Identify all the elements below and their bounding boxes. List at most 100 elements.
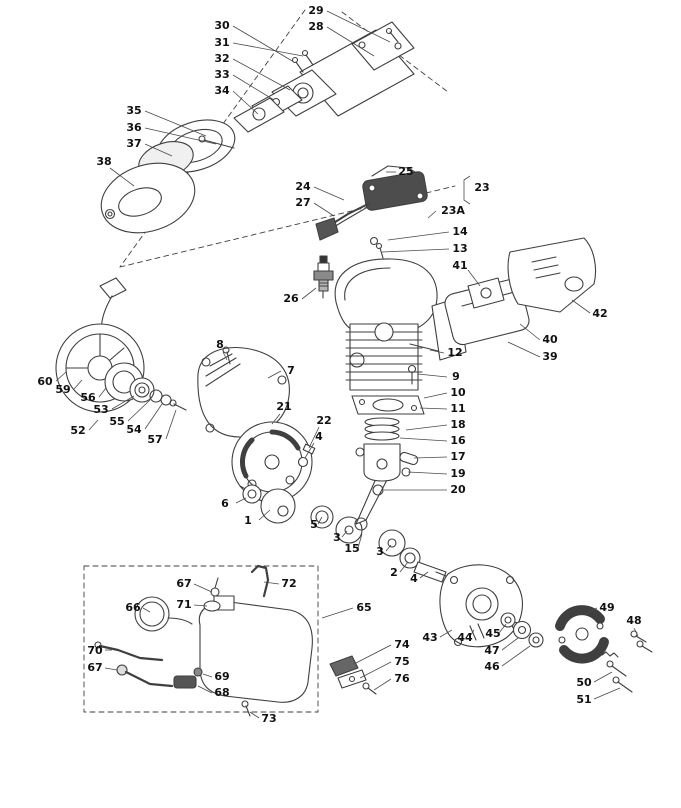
callout-6-45: 6 (221, 497, 229, 510)
leader-line-30-2 (232, 25, 295, 63)
leader-line-40-21 (519, 323, 541, 341)
callout-41-18: 41 (452, 259, 467, 272)
callout-60-34: 60 (37, 375, 53, 388)
air-filter-drawing (100, 119, 236, 234)
leader-line-36-8 (144, 127, 217, 145)
clutch-drawing (500, 605, 653, 693)
leader-line-32-4 (232, 58, 291, 91)
leader-line-35-7 (144, 110, 207, 137)
callout-23-14: 23 (474, 181, 489, 194)
callout-55-38: 55 (109, 415, 124, 428)
callout-22-43: 22 (316, 414, 331, 427)
callout-9-24: 9 (452, 370, 460, 383)
leader-line-41-18 (467, 269, 481, 287)
callout-18-27: 18 (450, 418, 465, 431)
leader-line-73-62 (249, 711, 260, 719)
callout-74-63: 74 (394, 638, 410, 651)
leader-line-33-5 (232, 74, 275, 101)
leader-line-16-28 (399, 437, 448, 442)
callout-4-52: 4 (410, 572, 418, 585)
callout-2-51: 2 (390, 566, 398, 579)
callout-31-3: 31 (214, 36, 229, 49)
leader-line-8-32 (222, 351, 228, 361)
spark-plug-drawing (313, 255, 334, 299)
callout-39-22: 39 (542, 350, 557, 363)
leader-line-4-44 (304, 442, 315, 459)
callout-38-10: 38 (96, 155, 111, 168)
recoil-starter-drawing (55, 277, 187, 413)
leader-line-15-49 (357, 533, 363, 549)
callout-69-60: 69 (214, 670, 229, 683)
callout-19-30: 19 (450, 467, 465, 480)
callout-51-74: 51 (576, 693, 591, 706)
bracket-23 (463, 175, 471, 205)
callout-34-6: 34 (214, 84, 230, 97)
leader-line-19-30 (407, 471, 448, 475)
piston-drawing (355, 417, 419, 496)
callout-37-9: 37 (126, 137, 141, 150)
leader-line-34-6 (232, 90, 259, 115)
leader-line-13-17 (381, 248, 450, 253)
leader-line-24-12 (313, 186, 345, 201)
leader-line-17-29 (413, 456, 448, 459)
callout-29-0: 29 (308, 4, 323, 17)
callout-3-50: 3 (376, 545, 384, 558)
leader-line-43-66 (439, 629, 453, 638)
callout-75-64: 75 (394, 655, 409, 668)
crankcase-drawing (197, 346, 290, 438)
callout-46-70: 46 (484, 660, 500, 673)
leader-line-66-56 (142, 607, 151, 613)
callout-25-11: 25 (398, 165, 413, 178)
callout-8-32: 8 (216, 338, 224, 351)
muffler-drawing (431, 237, 597, 361)
leader-line-76-65 (373, 678, 392, 691)
callout-layer: 29283031323334353637382524272323A1413412… (37, 4, 641, 725)
callout-53-37: 53 (93, 403, 108, 416)
leader-line-60-34 (55, 371, 67, 382)
leader-line-14-16 (387, 231, 450, 241)
callout-12-23: 12 (447, 346, 462, 359)
callout-65-53: 65 (356, 601, 371, 614)
leader-line-69-60 (202, 673, 213, 678)
leader-line-49-71 (585, 607, 598, 615)
callout-13-17: 13 (452, 242, 467, 255)
callout-10-25: 10 (450, 386, 466, 399)
leader-line-27-13 (313, 202, 335, 217)
leader-line-6-45 (235, 497, 247, 504)
callout-1-46: 1 (244, 514, 252, 527)
cylinder-drawing (345, 322, 443, 415)
leader-line-12-23 (429, 349, 445, 354)
leader-line-67-59 (104, 667, 118, 671)
leader-line-22-43 (308, 426, 320, 449)
fuel-tank-group-box (83, 565, 319, 713)
leader-line-72-55 (263, 581, 280, 585)
leader-line-18-27 (405, 424, 448, 431)
callout-67-54: 67 (176, 577, 191, 590)
callout-59-35: 59 (55, 383, 70, 396)
callout-15-49: 15 (344, 542, 359, 555)
leader-line-53-37 (111, 395, 135, 410)
callout-36-8: 36 (126, 121, 142, 134)
leader-line-3-50 (385, 544, 392, 552)
leader-line-1-46 (258, 509, 271, 521)
crankcase-half-drawing (439, 564, 523, 648)
callout-3-48: 3 (333, 531, 341, 544)
leader-line-42-20 (571, 299, 591, 314)
clamp-parts-drawing (329, 655, 377, 695)
leader-line-46-70 (501, 645, 531, 667)
ignition-coil-drawing (315, 165, 428, 241)
callout-49-71: 49 (599, 601, 614, 614)
callout-30-2: 30 (214, 19, 230, 32)
leader-line-37-9 (144, 143, 173, 157)
leader-line-57-41 (165, 409, 177, 440)
leader-line-67-54 (193, 583, 213, 593)
leader-line-9-24 (417, 373, 448, 378)
callout-4-44: 4 (315, 430, 323, 443)
leader-line-75-64 (359, 661, 392, 679)
leader-line-28-1 (326, 26, 375, 57)
carburetor-assembly-drawing (233, 21, 415, 133)
leader-line-11-26 (419, 407, 448, 410)
leader-line-54-40 (144, 403, 163, 430)
leader-line-7-33 (267, 370, 282, 379)
